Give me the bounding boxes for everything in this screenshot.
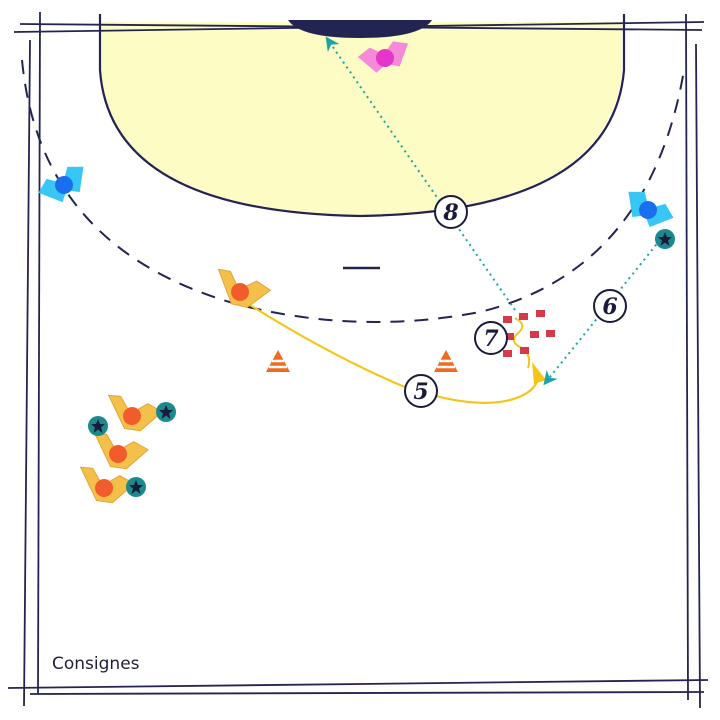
dribble-path (512, 317, 531, 369)
attacker-player-icon (217, 268, 272, 308)
step-label-8: 8 (442, 200, 458, 226)
step-label-5: 5 (413, 379, 428, 405)
goal-area-line (98, 14, 626, 218)
ball-icon (156, 402, 176, 422)
ball-icon (88, 416, 108, 436)
attacker-player-icon (107, 394, 164, 432)
step-marker-7: 7 (474, 321, 508, 355)
court-outline (7, 11, 709, 709)
step-marker-8: 8 (434, 195, 468, 229)
run-arrow-head (532, 362, 546, 384)
goal (288, 20, 432, 38)
defender-player-icon (38, 166, 84, 203)
goalkeeper-player-icon (357, 41, 409, 73)
ball-icon (126, 477, 146, 497)
defender-player-icon (628, 191, 674, 228)
step-label-6: 6 (602, 294, 617, 320)
cone-icon (434, 350, 458, 372)
step-marker-5: 5 (404, 374, 438, 408)
attacker-player-icon (93, 432, 150, 470)
cone-icon (266, 350, 290, 372)
caption-consignes: Consignes (52, 654, 140, 674)
goal-area (100, 22, 622, 215)
attacker-player-icon (79, 466, 136, 504)
agility-hurdle-icon (503, 310, 555, 357)
step-marker-6: 6 (593, 289, 627, 323)
pass-path-8 (325, 36, 516, 311)
free-throw-line (21, 59, 685, 323)
ball-icon (655, 229, 675, 249)
step-label-7: 7 (483, 326, 499, 352)
